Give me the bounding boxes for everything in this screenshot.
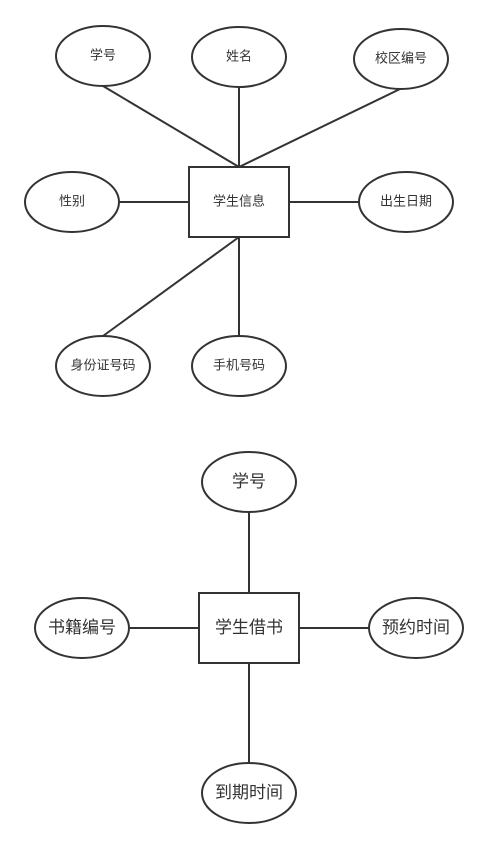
entity-student-info: 学生信息: [188, 166, 290, 238]
attr-birth-date: 出生日期: [358, 171, 454, 233]
attr-label: 书籍编号: [48, 618, 116, 638]
entity-box: [188, 166, 290, 238]
attr-label: 手机号码: [213, 359, 265, 374]
entity-box: [198, 592, 300, 664]
attr-label: 校区编号: [375, 51, 427, 67]
attr-ellipse: [358, 171, 454, 233]
attr-ellipse: [34, 597, 130, 659]
diagram2-edges: [129, 512, 369, 763]
attr-ellipse: [55, 335, 151, 397]
attr-ellipse: [24, 171, 120, 233]
attr-id-card: 身份证号码: [55, 335, 151, 397]
attr-student-id: 学号: [55, 25, 151, 87]
attr-ellipse: [368, 597, 464, 659]
attr-borrow-student-id: 学号: [201, 451, 297, 513]
edge-id: [102, 85, 240, 168]
attr-reserve-time: 预约时间: [368, 597, 464, 659]
attr-label: 学号: [232, 472, 266, 492]
attr-ellipse: [201, 762, 297, 824]
attr-label: 出生日期: [380, 195, 432, 210]
attr-label: 身份证号码: [70, 358, 135, 374]
attr-ellipse: [191, 335, 287, 397]
edge-campus: [238, 88, 401, 168]
attr-gender: 性别: [24, 171, 120, 233]
entity-student-borrow: 学生借书: [198, 592, 300, 664]
attr-label: 学号: [90, 48, 116, 64]
attr-ellipse: [191, 26, 287, 88]
edge-idcard: [102, 236, 240, 337]
entity-label: 学生信息: [213, 194, 265, 210]
attr-name: 姓名: [191, 26, 287, 88]
attr-label: 预约时间: [382, 618, 450, 638]
attr-ellipse: [201, 451, 297, 513]
attr-ellipse: [55, 25, 151, 87]
diagram1-edges: [102, 85, 401, 337]
attr-label: 到期时间: [215, 783, 283, 803]
attr-campus-id: 校区编号: [353, 28, 449, 90]
attr-label: 性别: [59, 195, 85, 210]
attr-phone: 手机号码: [191, 335, 287, 397]
attr-ellipse: [353, 28, 449, 90]
attr-due-time: 到期时间: [201, 762, 297, 824]
entity-label: 学生借书: [215, 618, 283, 638]
attr-label: 姓名: [226, 49, 252, 65]
attr-book-id: 书籍编号: [34, 597, 130, 659]
